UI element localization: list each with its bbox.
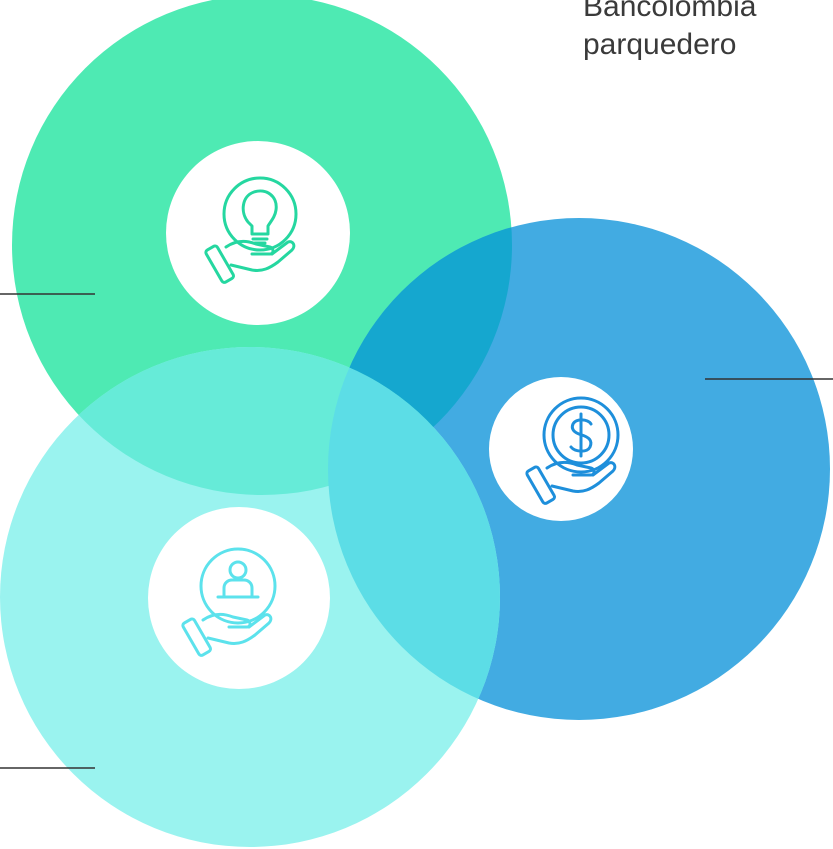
headline: Bancolombia parquedero [583,0,756,64]
hand-dollar-icon [525,396,620,505]
headline-line-2: parquedero [583,28,737,61]
money-disc [489,377,633,521]
headline-line-1: Bancolombia [583,0,757,23]
green-blue-overlap [328,218,512,495]
hand-person-icon [181,547,277,657]
hand-lightbulb-icon [204,176,298,284]
blue-aqua-overlap [328,347,500,720]
